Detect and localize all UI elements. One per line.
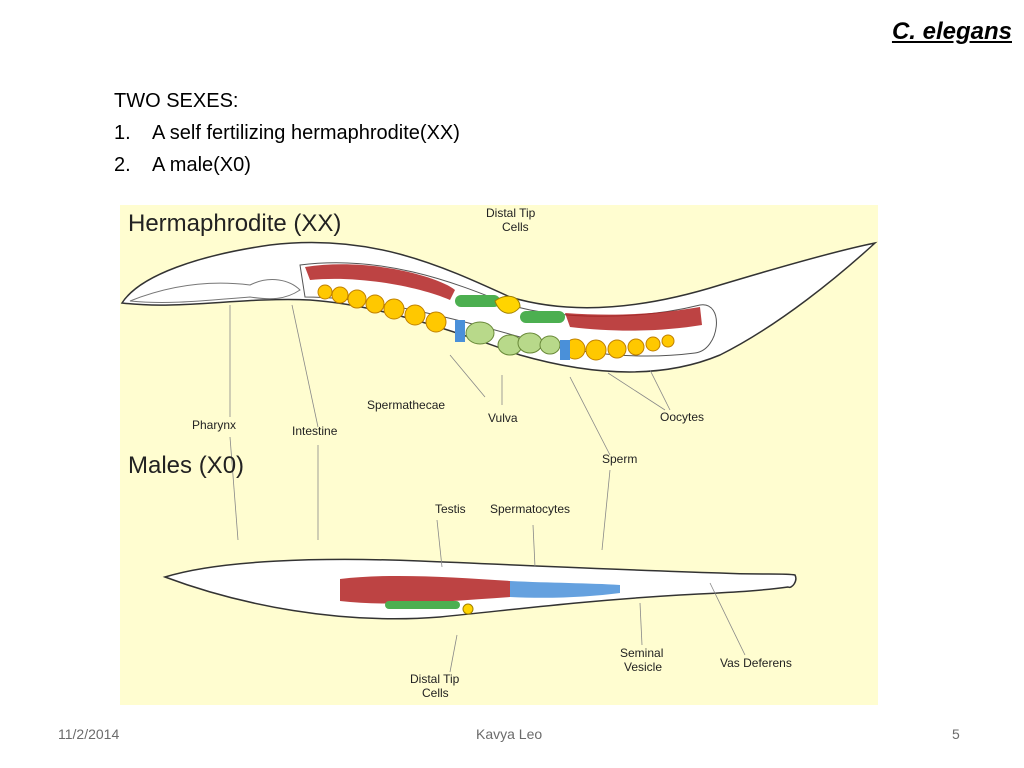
worm-diagram-svg: Hermaphrodite (XX) Males (X0) Distal Tip… (120, 206, 878, 700)
footer-page-number: 5 (952, 726, 960, 742)
herm-title: Hermaphrodite (XX) (128, 210, 341, 237)
distal-tip-cell (494, 295, 521, 314)
slide-title: C. elegans (891, 18, 1012, 45)
male-sperm (385, 601, 460, 609)
worm-diagram: Hermaphrodite (XX) Males (X0) Distal Tip… (120, 205, 878, 705)
label-vulva: Vulva (488, 411, 518, 425)
label-distal-tip-bottom: Distal Tip (410, 672, 460, 686)
label-vas-deferens: Vas Deferens (720, 656, 792, 670)
sperm-cluster-2 (520, 311, 565, 323)
intro-list: TWO SEXES: 1. A self fertilizing hermaph… (114, 85, 460, 181)
male-spermatocytes (510, 581, 620, 598)
germline-anterior (305, 264, 455, 300)
label-spermatocytes: Spermatocytes (490, 502, 570, 516)
male-title: Males (X0) (128, 452, 244, 479)
sperm-cluster-1 (455, 295, 500, 307)
intro-heading: TWO SEXES: (114, 90, 239, 112)
label-testis: Testis (435, 502, 466, 516)
spermatheca-1 (455, 320, 465, 342)
pharynx-shape (129, 279, 301, 303)
sexes-list: 1. A self fertilizing hermaphrodite(XX) … (114, 117, 460, 181)
pointer-lines (229, 304, 746, 673)
embryos (465, 321, 561, 356)
male-distal-tip (462, 603, 474, 615)
list-text: A self fertilizing hermaphrodite(XX) (152, 122, 460, 144)
label-vesicle: Vesicle (624, 660, 662, 674)
label-intestine: Intestine (292, 424, 338, 438)
list-item: 1. A self fertilizing hermaphrodite(XX) (114, 117, 460, 149)
label-sperm: Sperm (602, 452, 637, 466)
label-seminal: Seminal (620, 646, 663, 660)
spermatheca-2 (560, 340, 570, 360)
list-number: 1. (114, 122, 131, 144)
label-distal-tip-top: Distal Tip (486, 206, 536, 220)
male-testis (340, 575, 510, 604)
label-distal-tip-top-2: Cells (502, 220, 529, 234)
footer-date: 11/2/2014 (58, 726, 120, 742)
oocyte-row-anterior (317, 284, 447, 333)
list-number: 2. (114, 154, 131, 176)
list-text: A male(X0) (152, 154, 251, 176)
germline-posterior (565, 307, 702, 331)
list-item: 2. A male(X0) (114, 149, 460, 181)
footer-author: Kavya Leo (476, 726, 543, 742)
label-pharynx: Pharynx (192, 418, 236, 432)
label-spermathecae: Spermathecae (367, 398, 445, 412)
label-oocytes: Oocytes (660, 410, 704, 424)
label-distal-tip-bottom-2: Cells (422, 686, 449, 700)
